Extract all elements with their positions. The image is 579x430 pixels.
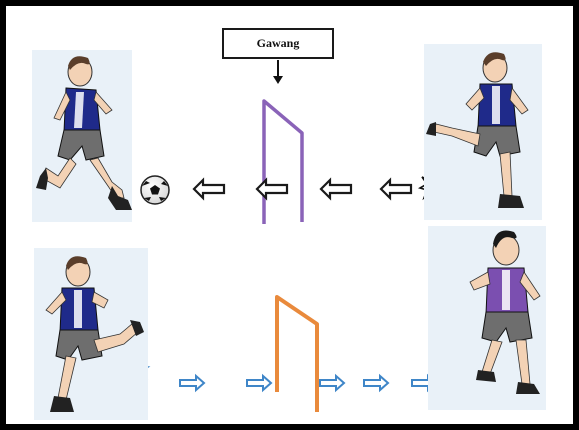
upper-goal	[262, 99, 304, 224]
goal-pointer	[273, 60, 283, 84]
goal-label-box: Gawang	[222, 28, 334, 59]
lower-goal	[275, 295, 319, 412]
right-arrow-icon	[363, 373, 390, 393]
player-top-left	[32, 50, 132, 222]
left-arrow-icon	[192, 177, 226, 201]
player-bottom-right	[428, 226, 546, 410]
upper-arrow-row	[192, 177, 413, 201]
left-arrow-icon	[379, 177, 413, 201]
left-arrow-icon	[319, 177, 353, 201]
soccer-ball-icon	[140, 175, 170, 205]
player-bottom-left	[34, 248, 148, 420]
right-arrow-icon	[246, 373, 273, 393]
player-top-right	[424, 44, 542, 220]
left-arrow-icon	[255, 177, 289, 201]
lower-arrow-row	[179, 373, 438, 393]
right-arrow-icon	[319, 373, 346, 393]
right-arrow-icon	[179, 373, 206, 393]
goal-label: Gawang	[256, 36, 300, 50]
